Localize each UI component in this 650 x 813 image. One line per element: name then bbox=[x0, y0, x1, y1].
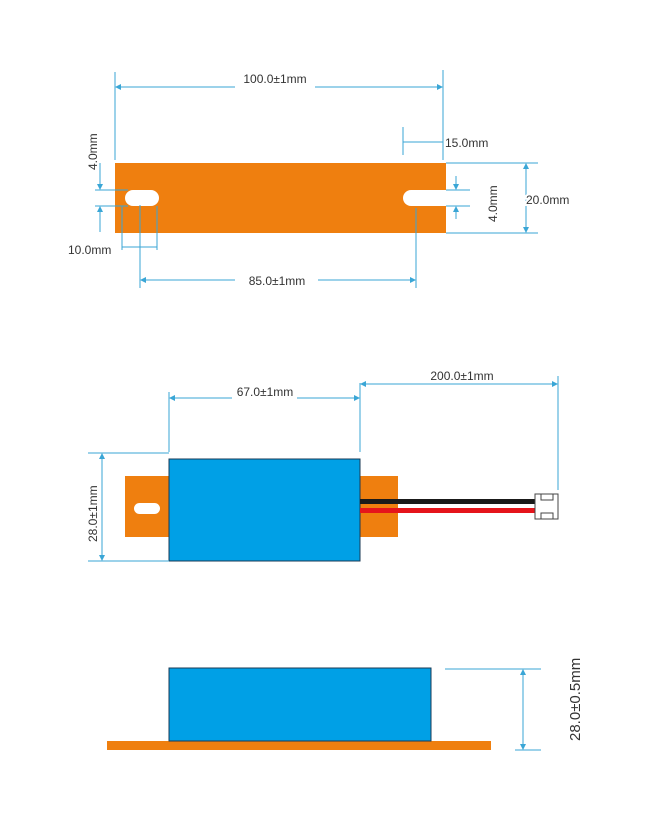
tab-slot bbox=[134, 503, 160, 514]
module-body bbox=[168, 458, 361, 562]
mounting-plate bbox=[115, 163, 446, 233]
right-tab bbox=[360, 476, 398, 537]
side-view: 28.0±0.5mm bbox=[107, 658, 584, 751]
black-wire bbox=[360, 499, 536, 504]
width-label: 20.0mm bbox=[526, 193, 569, 207]
front-view: 67.0±1mm 200.0±1mm 28.0±1mm bbox=[84, 367, 559, 562]
cable-length-label: 200.0±1mm bbox=[430, 369, 493, 383]
length-label: 100.0±1mm bbox=[243, 72, 306, 86]
body-length-label: 67.0±1mm bbox=[237, 385, 294, 399]
top-view: 100.0±1mm 15.0mm 4.0mm 10.0mm 85.0±1mm 4… bbox=[68, 70, 571, 288]
slot-spacing-label: 85.0±1mm bbox=[249, 274, 306, 288]
slot-height-right-label: 4.0mm bbox=[486, 185, 500, 222]
module-body-side bbox=[168, 667, 432, 742]
side-height-label: 28.0±0.5mm bbox=[567, 658, 584, 741]
left-slot bbox=[125, 190, 159, 206]
slot-offset-label: 15.0mm bbox=[445, 136, 488, 150]
slot-height-left-label: 4.0mm bbox=[86, 133, 100, 170]
red-wire bbox=[360, 508, 536, 513]
right-slot bbox=[403, 190, 446, 206]
base-plate bbox=[107, 741, 491, 750]
slot-width-label: 10.0mm bbox=[68, 243, 111, 257]
height-label: 28.0±1mm bbox=[86, 485, 100, 542]
connector bbox=[534, 493, 559, 520]
